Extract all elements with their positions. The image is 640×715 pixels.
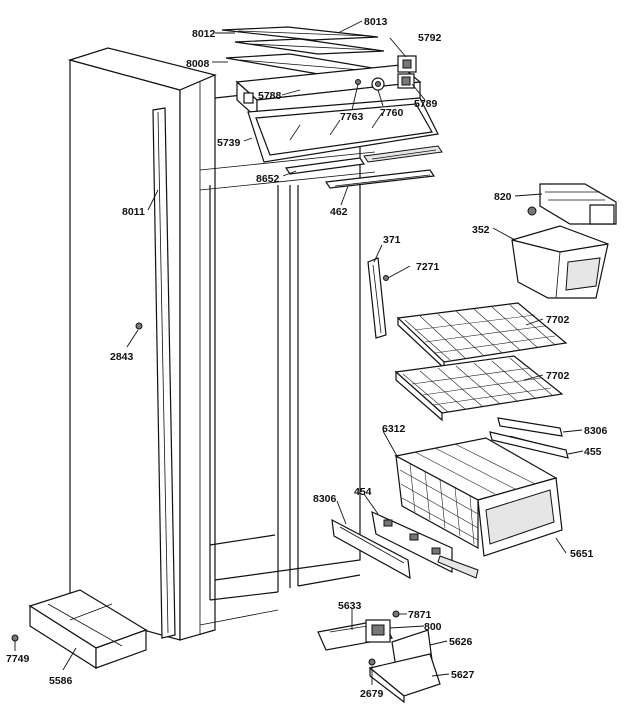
part-8012-top-trim (221, 26, 379, 41)
label-5789: 5789 (414, 98, 438, 110)
part-5739-light-lens (247, 97, 439, 163)
label-2843: 2843 (110, 351, 134, 363)
part-454-slide-track (371, 510, 479, 579)
label-7763: 7763 (340, 111, 364, 123)
part-8306-basket-rail-left (331, 518, 411, 580)
label-7749: 7749 (6, 653, 30, 665)
part-5792-control-knob (397, 55, 417, 73)
part-8652-vent-grille (284, 145, 443, 175)
part-5651-basket-front (477, 477, 563, 557)
label-5651: 5651 (570, 548, 594, 560)
label-8011: 8011 (122, 206, 145, 218)
part-7760-thermostat (371, 77, 385, 91)
label-5627: 5627 (451, 669, 475, 681)
label-8012: 8012 (192, 28, 216, 40)
part-7702-wire-shelf-upper (396, 302, 568, 370)
part-7763-screw (355, 79, 361, 85)
cabinet-back-frame (179, 74, 376, 641)
part-820-ice-maker (527, 183, 617, 225)
part-8013-trim-strip (234, 38, 385, 55)
label-7702-lower: 7702 (546, 370, 570, 382)
part-5627-tray (368, 653, 441, 704)
label-7702-upper: 7702 (546, 314, 570, 326)
label-352: 352 (472, 224, 490, 236)
label-7271: 7271 (416, 261, 440, 273)
part-8011-seal-strip (152, 107, 176, 639)
part-7871-screw (392, 610, 400, 618)
part-2679-screw (368, 658, 376, 666)
label-5633: 5633 (338, 600, 362, 612)
label-8306-left: 8306 (313, 493, 337, 505)
label-462: 462 (330, 206, 348, 218)
label-2679: 2679 (360, 688, 384, 700)
part-7271-screw (383, 275, 389, 281)
label-371: 371 (383, 234, 401, 246)
label-5586: 5586 (49, 675, 73, 687)
label-8008: 8008 (186, 58, 210, 70)
part-7702-wire-shelf-lower (394, 355, 564, 422)
label-8652: 8652 (256, 173, 280, 185)
part-371-shelf-support (367, 257, 387, 339)
label-6312: 6312 (382, 423, 406, 435)
label-5792: 5792 (418, 32, 442, 44)
label-800: 800 (424, 621, 442, 633)
part-352-ice-bin (511, 225, 609, 299)
label-5626: 5626 (449, 636, 473, 648)
label-8013: 8013 (364, 16, 388, 28)
part-labels: 8012 8013 5792 8008 5788 7763 7760 5789 … (6, 16, 608, 700)
label-455: 455 (584, 446, 602, 458)
part-8306-basket-rail-right (497, 417, 563, 437)
label-7760: 7760 (380, 107, 404, 119)
label-820: 820 (494, 191, 512, 203)
part-5586-air-duct (28, 589, 148, 670)
part-5789-bracket (397, 73, 415, 89)
label-8306-right: 8306 (584, 425, 608, 437)
part-6312-wire-basket (394, 437, 558, 550)
label-5788: 5788 (258, 90, 282, 102)
part-7749-screw (11, 634, 19, 642)
part-800-damper-control (365, 619, 391, 643)
leader-lines (14, 20, 584, 685)
label-454: 454 (354, 486, 372, 498)
part-462-rail (324, 169, 436, 189)
label-7871: 7871 (408, 609, 432, 621)
part-2843-screw (135, 322, 143, 330)
part-455-basket-slide (489, 431, 569, 459)
label-5739: 5739 (217, 137, 241, 149)
